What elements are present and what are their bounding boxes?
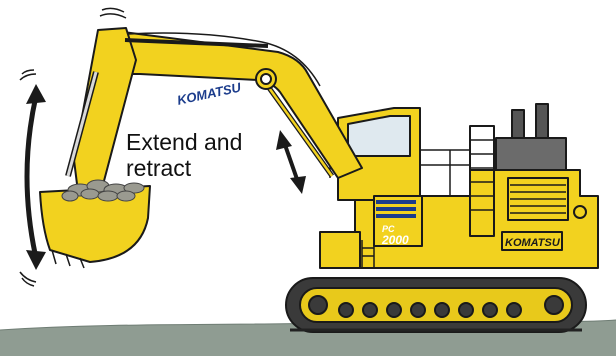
double-headed-straight-arrow-icon (276, 130, 306, 194)
annotation-line-2: retract (126, 155, 242, 181)
motion-annotation: Extend and retract (126, 129, 242, 181)
bucket (40, 180, 150, 268)
crawler-track (286, 278, 586, 332)
model-number: 2000 (381, 233, 409, 247)
double-headed-arc-arrow-icon (26, 84, 46, 270)
annotation-line-1: Extend and (126, 129, 242, 155)
body-logo: KOMATSU (505, 237, 561, 249)
boom-logo: KOMATSU (176, 79, 243, 107)
